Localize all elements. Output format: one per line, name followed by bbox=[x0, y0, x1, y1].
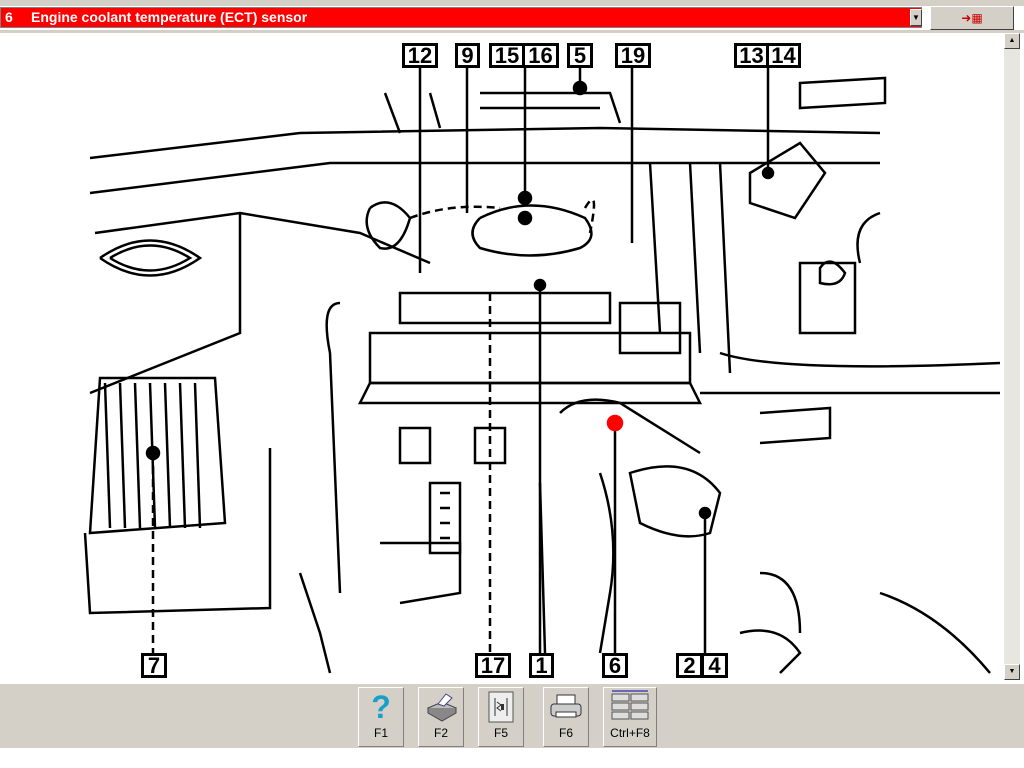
callout-15[interactable]: 15 bbox=[489, 43, 525, 68]
component-button[interactable]: F5 bbox=[478, 687, 524, 747]
exit-icon: ➜▦ bbox=[961, 11, 983, 25]
callout-14[interactable]: 14 bbox=[766, 43, 801, 68]
exit-button[interactable]: ➜▦ bbox=[930, 6, 1014, 30]
callout-16[interactable]: 16 bbox=[522, 43, 559, 68]
component-title: Engine coolant temperature (ECT) sensor bbox=[31, 9, 308, 25]
help-icon: ? bbox=[371, 688, 391, 725]
vertical-scrollbar[interactable]: ▲ ▼ bbox=[1004, 33, 1020, 680]
callout-2[interactable]: 2 bbox=[676, 653, 703, 678]
dropdown-arrow-icon[interactable]: ▼ bbox=[910, 9, 922, 26]
component-selector[interactable]: 6 Engine coolant temperature (ECT) sensor bbox=[0, 7, 922, 28]
printer-feed-icon bbox=[419, 688, 463, 726]
callout-13[interactable]: 13 bbox=[734, 43, 769, 68]
engine-drawing bbox=[83, 68, 1001, 674]
help-button[interactable]: ?F1 bbox=[358, 687, 404, 747]
component-icon bbox=[479, 688, 523, 726]
ect-sensor-marker bbox=[606, 414, 624, 432]
print-icon bbox=[544, 688, 588, 726]
callout-1[interactable]: 1 bbox=[529, 653, 554, 678]
print-feed-button[interactable]: F2 bbox=[418, 687, 464, 747]
grid-list-icon bbox=[604, 688, 656, 726]
top-strip bbox=[0, 0, 1024, 6]
callout-5[interactable]: 5 bbox=[567, 43, 593, 68]
function-toolbar: ?F1 F2 F5 F6 Ctrl+F8 bbox=[0, 682, 1024, 748]
callout-7[interactable]: 7 bbox=[141, 653, 167, 678]
component-number: 6 bbox=[5, 9, 13, 25]
separator bbox=[0, 30, 1024, 33]
callout-4[interactable]: 4 bbox=[701, 653, 728, 678]
list-view-button[interactable]: Ctrl+F8 bbox=[603, 687, 657, 747]
scroll-up-icon[interactable]: ▲ bbox=[1004, 33, 1020, 49]
callout-12[interactable]: 12 bbox=[402, 43, 438, 68]
callout-19[interactable]: 19 bbox=[615, 43, 651, 68]
callout-17[interactable]: 17 bbox=[475, 653, 511, 678]
print-button[interactable]: F6 bbox=[543, 687, 589, 747]
callout-9[interactable]: 9 bbox=[455, 43, 480, 68]
callout-6[interactable]: 6 bbox=[602, 653, 628, 678]
scroll-down-icon[interactable]: ▼ bbox=[1004, 664, 1020, 680]
engine-diagram: 12 9 15 16 5 19 13 14 7 17 1 6 2 4 bbox=[0, 33, 1004, 680]
